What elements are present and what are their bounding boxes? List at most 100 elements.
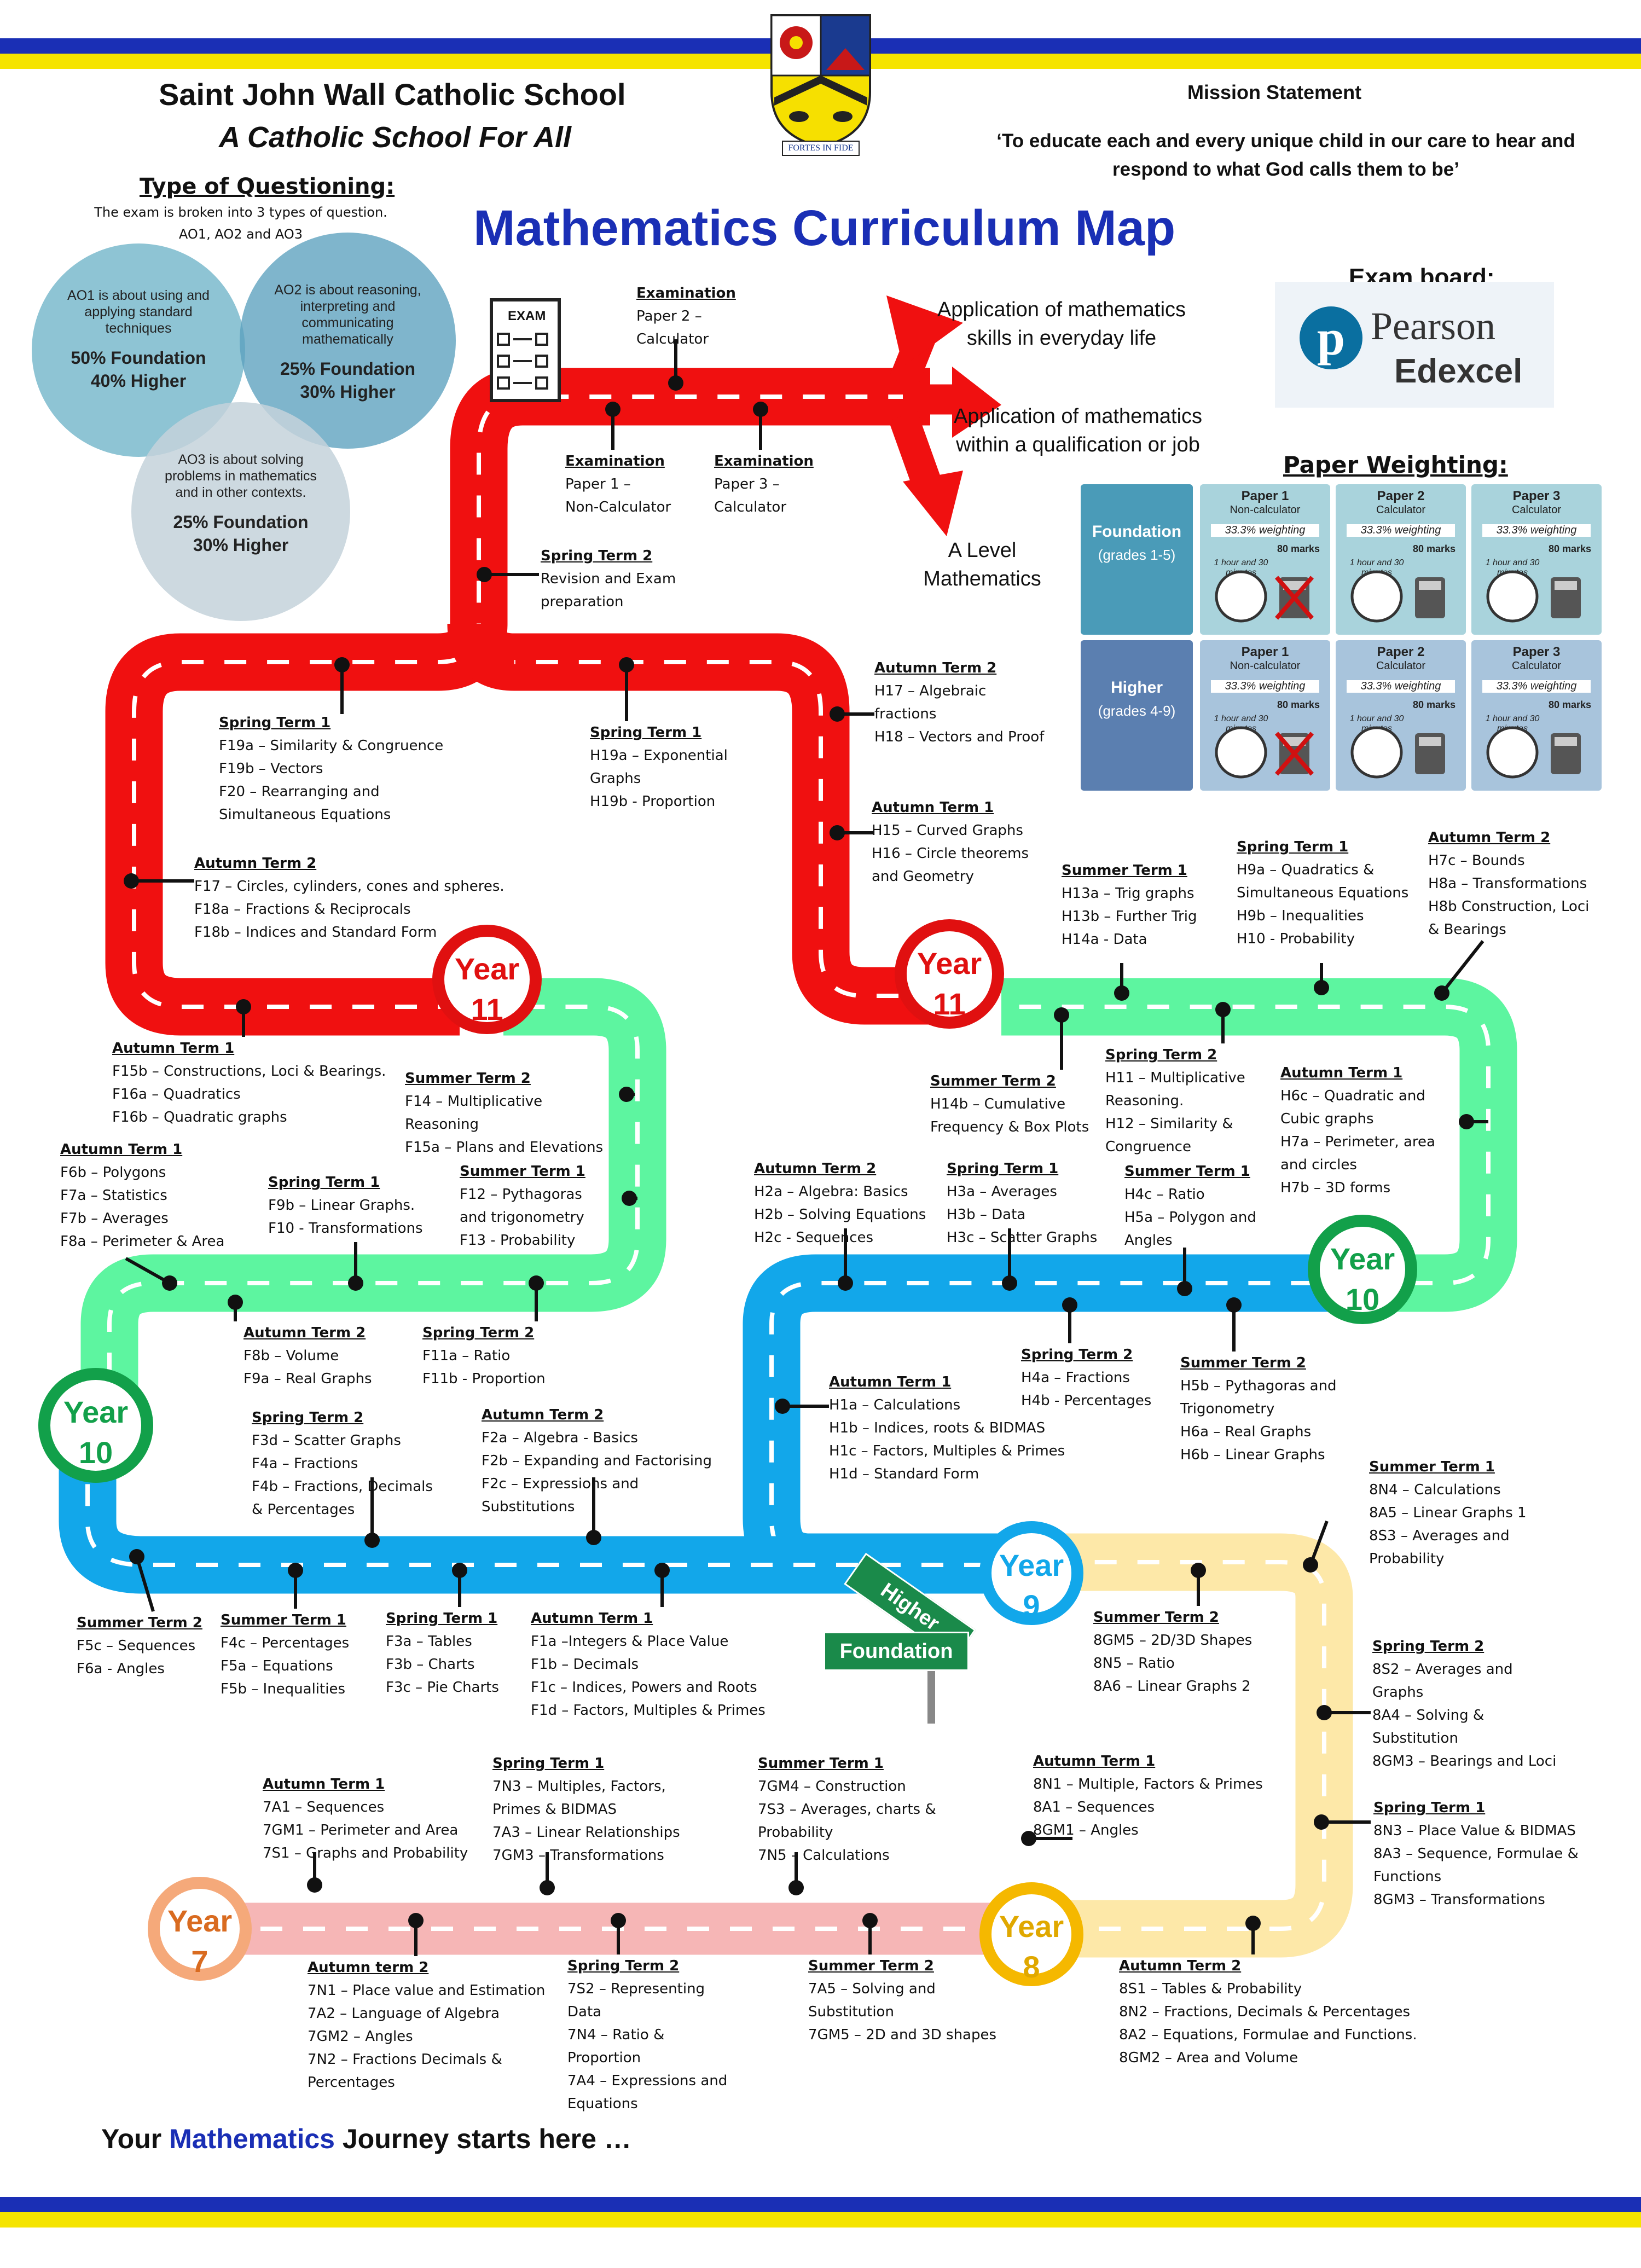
topic-line: H4b - Percentages: [1021, 1393, 1152, 1409]
topic-line: 8GM1 – Angles: [1033, 1822, 1139, 1838]
term-heading: Summer Term 2: [930, 1073, 1056, 1089]
arrow-qualification: [952, 367, 1001, 438]
term-heading: Spring Term 1: [219, 715, 331, 731]
term-heading: Examination: [714, 453, 814, 469]
pearson-icon: p: [1300, 306, 1362, 369]
topic-line: H11 – Multiplicative: [1105, 1070, 1245, 1086]
topic-line: Graphs: [590, 770, 641, 787]
term-heading: Spring Term 2: [1372, 1638, 1485, 1655]
topic-line: 7S3 – Averages, charts &: [758, 1801, 936, 1818]
ao2-circle: AO2 is about reasoning, interpreting and…: [240, 233, 456, 449]
topic-line: Probability: [1369, 1551, 1445, 1567]
topic-line: H9b – Inequalities: [1237, 908, 1364, 924]
topic-line: F2c – Expressions and: [482, 1476, 639, 1492]
ao1-description: AO1 is about using and applying standard…: [67, 288, 210, 336]
topic-line: 8S3 – Averages and: [1369, 1528, 1510, 1544]
topic-line: F13 - Probability: [460, 1232, 576, 1249]
term-heading: Summer Term 2: [808, 1958, 934, 1974]
topic-line: F2a – Algebra - Basics: [482, 1430, 638, 1446]
topic-line: Calculator: [636, 331, 709, 347]
topic-line: Revision and Exam: [541, 571, 676, 587]
signpost-foundation: Foundation: [824, 1632, 969, 1671]
topic-line: 7A2 – Language of Algebra: [308, 2005, 500, 2022]
term-heading: Summer Term 2: [1093, 1609, 1219, 1626]
term-heading: Autumn Term 1: [531, 1610, 653, 1627]
topic-line: H5a – Polygon and: [1124, 1209, 1256, 1226]
topic-line: Functions: [1373, 1869, 1442, 1885]
term-heading: Autumn Term 2: [482, 1407, 604, 1423]
topic-line: 8A3 – Sequence, Formulae &: [1373, 1846, 1579, 1862]
term-heading: Spring Term 1: [590, 724, 702, 741]
school-name: Saint John Wall Catholic School: [159, 77, 626, 112]
topic-line: 8A6 – Linear Graphs 2: [1093, 1678, 1251, 1695]
topic-line: Substitution: [1372, 1730, 1458, 1747]
topic-line: F11a – Ratio: [422, 1348, 511, 1364]
ao3-circle: AO3 is about solving problems in mathema…: [131, 402, 350, 621]
topic-line: 8N5 – Ratio: [1093, 1655, 1175, 1672]
topic-label-y8su2: Summer Term 2 8GM5 – 2D/3D Shapes 8N5 – Ra…: [1093, 1606, 1252, 1698]
topic-line: 8GM5 – 2D/3D Shapes: [1093, 1632, 1253, 1649]
topic-line: H12 – Similarity &: [1105, 1116, 1233, 1132]
topic-line: H4c – Ratio: [1124, 1186, 1205, 1203]
topic-line: Trigonometry: [1180, 1401, 1275, 1417]
term-heading: Spring Term 1: [386, 1610, 498, 1627]
year11-higher-road: [447, 622, 941, 1025]
topic-line: F4a – Fractions: [252, 1455, 358, 1472]
mission-heading: Mission Statement: [1187, 81, 1362, 103]
paper-type: Calculator: [1511, 504, 1562, 516]
paper-type: Calculator: [1376, 504, 1426, 516]
term-heading: Spring Term 2: [1021, 1347, 1133, 1363]
paper-weight: 33.3% weighting: [1347, 680, 1455, 693]
topic-line: H14a - Data: [1062, 931, 1147, 948]
topic-line: F15a – Plans and Elevations: [405, 1139, 604, 1156]
paper-weight: 33.3% weighting: [1347, 524, 1455, 537]
term-heading: Spring Term 2: [1105, 1047, 1217, 1063]
topic-line: H8b Construction, Loci: [1428, 898, 1590, 915]
topic-line: Cubic graphs: [1280, 1111, 1374, 1127]
topic-line: Graphs: [1372, 1684, 1424, 1701]
topic-line: F19b – Vectors: [219, 761, 323, 777]
topic-line: H6c – Quadratic and: [1280, 1088, 1425, 1104]
tier-grades: (grades 4-9): [1098, 703, 1176, 719]
topic-line: F6a - Angles: [77, 1661, 165, 1677]
topic-line: H1b – Indices, roots & BIDMAS: [829, 1420, 1046, 1436]
topic-line: H3c – Scatter Graphs: [947, 1229, 1098, 1246]
topic-line: 7N4 – Ratio &: [567, 2027, 665, 2043]
term-heading: Summer Term 1: [1369, 1459, 1495, 1475]
topic-line: F3d – Scatter Graphs: [252, 1432, 401, 1449]
topic-line: fractions: [874, 706, 937, 722]
topic-line: 8GM3 – Transformations: [1373, 1892, 1545, 1908]
arrow-everyday: [886, 295, 963, 367]
topic-line: H14b – Cumulative: [930, 1096, 1066, 1112]
term-heading: Spring Term 1: [268, 1174, 380, 1191]
topic-line: 8N3 – Place Value & BIDMAS: [1373, 1823, 1576, 1839]
topic-line: H17 – Algebraic: [874, 683, 987, 699]
topic-line: H5b – Pythagoras and: [1180, 1378, 1337, 1394]
topic-line: 7N1 – Place value and Estimation: [308, 1982, 546, 1999]
